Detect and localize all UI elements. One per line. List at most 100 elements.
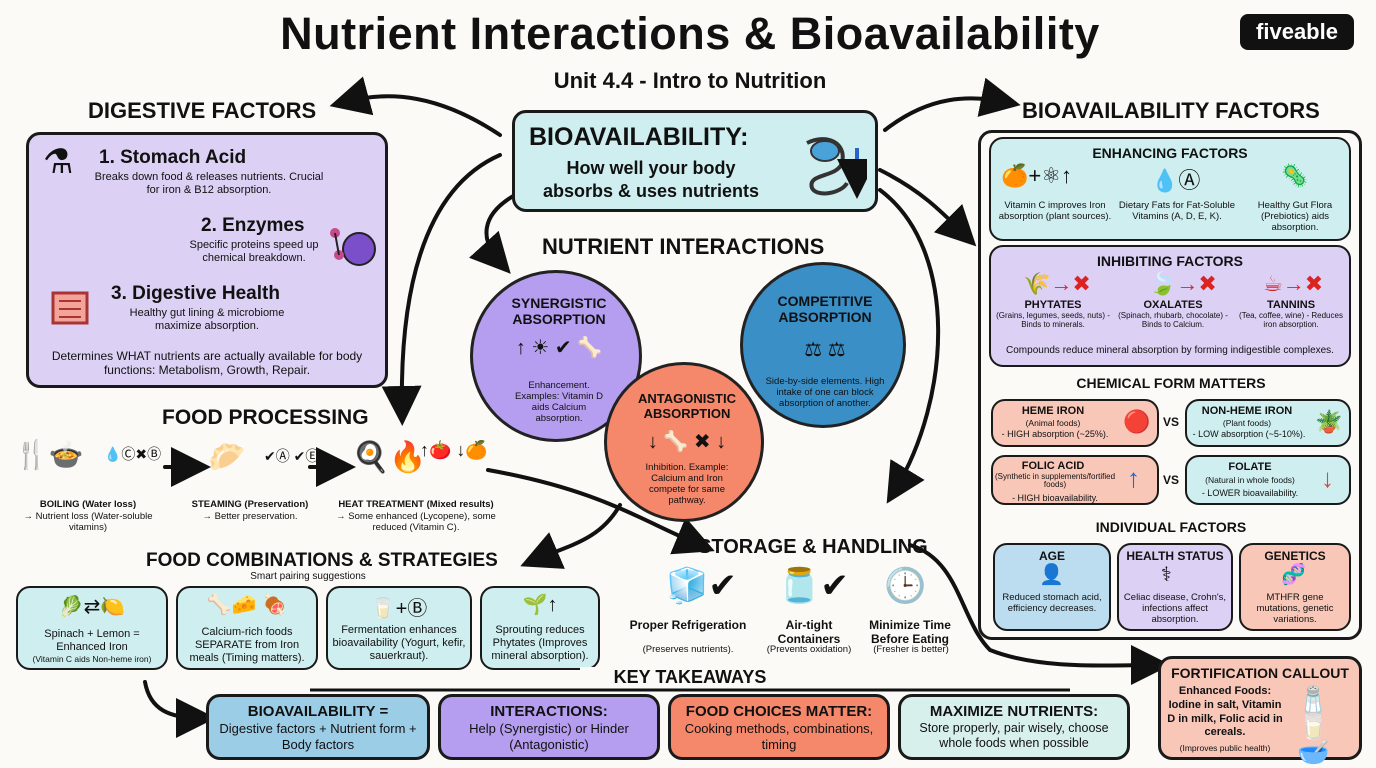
- health-text: Celiac disease, Crohn's, infections affe…: [1123, 592, 1227, 625]
- inhibiting-summary: Compounds reduce mineral absorption by f…: [1006, 345, 1334, 356]
- enzyme-icon: [330, 228, 376, 266]
- storage-handling-heading: STORAGE & HANDLING: [698, 536, 928, 558]
- boiling-icons: 🍴🍲: [14, 439, 84, 470]
- page-subtitle: Unit 4.4 - Intro to Nutrition: [553, 68, 827, 93]
- storage-2-note: (Prevents oxidation): [766, 644, 852, 655]
- food-combinations-subheading: Smart pairing suggestions: [250, 571, 366, 582]
- oxalates-name: OXALATES: [1143, 299, 1203, 311]
- phytates-note: (Grains, legumes, seeds, nuts) - Binds t…: [996, 311, 1110, 329]
- heme-text: - HIGH absorption (~25%).: [1001, 429, 1109, 439]
- combo-card-calcium-iron: 🦴🧀 🍖 Calcium-rich foods SEPARATE from Ir…: [176, 586, 318, 670]
- tomato-orange-icons: ↑🍅 ↓🍊: [420, 440, 488, 460]
- page-title: Nutrient Interactions & Bioavailability: [280, 8, 1100, 59]
- takeaway-4-text: Store properly, pair wisely, choose whol…: [919, 721, 1109, 750]
- competitive-circle: COMPETITIVE ABSORPTION ⚖ ⚖ Side-by-side …: [740, 262, 906, 428]
- stomach-acid-text: Breaks down food & releases nutrients. C…: [94, 171, 324, 197]
- phytates-icon: 🌾→✖: [1023, 271, 1091, 296]
- container-icon: 🫙✔: [778, 567, 849, 605]
- storage-1-note: (Preserves nutrients).: [642, 644, 734, 655]
- folic-title: FOLIC ACID: [1021, 460, 1085, 472]
- fat-drops-icon: 💧Ⓐ: [1151, 168, 1201, 193]
- takeaway-1: BIOAVAILABILITY = Digestive factors + Nu…: [206, 694, 430, 760]
- synergy-icons: ↑ ☀ ✔ 🦴: [515, 337, 603, 359]
- digestive-health-title: 3. Digestive Health: [111, 283, 280, 304]
- fiveable-logo[interactable]: fiveable: [1240, 14, 1354, 50]
- takeaway-3-title: FOOD CHOICES MATTER:: [685, 703, 873, 720]
- fridge-icon: 🧊✔: [666, 567, 737, 605]
- boiling-text: → Nutrient loss (Water-soluble vitamins): [23, 511, 153, 533]
- oxalates-icon: 🍃→✖: [1149, 271, 1217, 296]
- tannins-note: (Tea, coffee, wine) - Reduces iron absor…: [1239, 311, 1343, 329]
- up-arrow-icon: ↑: [1127, 463, 1140, 493]
- takeaway-2-text: Help (Synergistic) or Hinder (Antagonist…: [469, 721, 629, 752]
- fortification-heading: FORTIFICATION CALLOUT: [1171, 665, 1349, 681]
- intestine-icon: [51, 291, 89, 325]
- steamer-icon: 🥟: [208, 441, 246, 474]
- nonheme-title: NON-HEME IRON: [1201, 405, 1293, 417]
- non-heme-iron-card: NON-HEME IRON (Plant foods) - LOW absorp…: [1185, 399, 1351, 447]
- inhibiting-factors-panel: INHIBITING FACTORS 🌾→✖ PHYTATES (Grains,…: [989, 245, 1351, 367]
- takeaway-4-title: MAXIMIZE NUTRIENTS:: [929, 703, 1099, 720]
- oxalates-note: (Spinach, rhubarb, chocolate) - Binds to…: [1118, 311, 1228, 329]
- digestive-summary: Determines WHAT nutrients are actually a…: [51, 349, 363, 378]
- plant-icon: 🪴: [1315, 409, 1343, 434]
- sprout-icon: 🌱↑: [522, 594, 558, 616]
- fortification-note: (Improves public health): [1179, 743, 1271, 753]
- takeaway-2-title: INTERACTIONS:: [490, 703, 608, 720]
- fortification-text: Enhanced Foods: Iodine in salt, Vitamin …: [1167, 685, 1283, 739]
- folate-card: FOLATE (Natural in whole foods) - LOWER …: [1185, 455, 1351, 505]
- competitive-text: Side-by-side elements. High intake of on…: [765, 376, 885, 409]
- vs-label-folate: VS: [1163, 473, 1180, 487]
- enhancing-heading: ENHANCING FACTORS: [1092, 145, 1248, 161]
- vs-label-iron: VS: [1163, 415, 1180, 429]
- genetics-text: MTHFR gene mutations, genetic variations…: [1256, 592, 1334, 625]
- tannins-name: TANNINS: [1266, 299, 1316, 311]
- heme-iron-card: HEME IRON (Animal foods) - HIGH absorpti…: [991, 399, 1159, 447]
- enzymes-title: 2. Enzymes: [201, 215, 305, 236]
- yogurt-vitamin-icons: 🥛+Ⓑ: [370, 598, 428, 620]
- steaming-title: STEAMING (Preservation): [191, 499, 309, 510]
- enzymes-text: Specific proteins speed up chemical brea…: [189, 239, 319, 265]
- vitamin-loss-icons: 💧Ⓒ✖Ⓑ: [104, 446, 162, 462]
- takeaway-1-text: Digestive factors + Nutrient form + Body…: [219, 721, 417, 752]
- digestive-system-icon: [806, 137, 867, 199]
- folic-text: - HIGH bioavailability.: [1012, 493, 1098, 503]
- takeaway-1-title: BIOAVAILABILITY =: [247, 703, 389, 720]
- nonheme-text: - LOW absorption (~5-10%).: [1192, 429, 1306, 439]
- combo-1-text: Spinach + Lemon = Enhanced Iron: [44, 628, 140, 654]
- antagonism-icons: ↓ 🦴 ✖ ↓: [647, 431, 727, 453]
- individual-factors-heading: INDIVIDUAL FACTORS: [1095, 519, 1247, 535]
- enhancing-3-text: Healthy Gut Flora (Prebiotics) aids abso…: [1257, 200, 1333, 233]
- red-blood-cell-icon: 🔴: [1123, 409, 1151, 434]
- combo-1-note: (Vitamin C aids Non-heme iron): [32, 654, 152, 664]
- enhancing-2-text: Dietary Fats for Fat-Soluble Vitamins (A…: [1118, 200, 1236, 222]
- enhancing-factors-panel: ENHANCING FACTORS 🍊+⚛↑ Vitamin C improve…: [989, 137, 1351, 241]
- scales-icon: ⚖ ⚖: [804, 339, 846, 361]
- antagonistic-circle: ANTAGONISTIC ABSORPTION ↓ 🦴 ✖ ↓ Inhibiti…: [604, 362, 764, 522]
- storage-3-title: Minimize Time Before Eating: [869, 618, 951, 647]
- nonheme-note: (Plant foods): [1222, 418, 1272, 428]
- bioavailability-definition-box: BIOAVAILABILITY: How well your body abso…: [512, 110, 878, 212]
- dna-icon: 🧬: [1281, 564, 1306, 586]
- bone-meat-icons: 🦴🧀 🍖: [206, 594, 288, 616]
- food-processing-heading: FOOD PROCESSING: [162, 406, 369, 429]
- digestive-health-text: Healthy gut lining & microbiome maximize…: [129, 307, 285, 333]
- combo-card-spinach-lemon: 🥬⇄🍋 Spinach + Lemon = Enhanced Iron (Vit…: [16, 586, 168, 670]
- storage-3-note: (Fresher is better): [873, 644, 949, 655]
- bioavailability-factors-heading: BIOAVAILABILITY FACTORS: [1022, 98, 1320, 123]
- takeaway-3: FOOD CHOICES MATTER: Cooking methods, co…: [668, 694, 890, 760]
- stomach-acid-title: 1. Stomach Acid: [99, 147, 247, 168]
- enhancing-1-text: Vitamin C improves Iron absorption (plan…: [998, 200, 1112, 222]
- nutrient-interactions-heading: NUTRIENT INTERACTIONS: [542, 234, 825, 259]
- combo-card-sprouting: 🌱↑ Sprouting reduces Phytates (Improves …: [480, 586, 600, 670]
- bioavailability-factors-panel: ENHANCING FACTORS 🍊+⚛↑ Vitamin C improve…: [978, 130, 1362, 640]
- heme-title: HEME IRON: [1021, 405, 1085, 417]
- tannins-icon: ☕→✖: [1263, 271, 1324, 296]
- combo-4-text: Sprouting reduces Phytates (Improves min…: [491, 624, 589, 663]
- synergistic-text: Enhancement. Examples: Vitamin D aids Ca…: [515, 380, 603, 424]
- takeaway-4: MAXIMIZE NUTRIENTS: Store properly, pair…: [898, 694, 1130, 760]
- digestive-factors-heading: DIGESTIVE FACTORS: [88, 98, 317, 123]
- heat-treatment-text: → Some enhanced (Lycopene), some reduced…: [336, 511, 496, 533]
- chemical-form-heading: CHEMICAL FORM MATTERS: [1076, 375, 1266, 391]
- definition-heading: BIOAVAILABILITY:: [529, 123, 749, 151]
